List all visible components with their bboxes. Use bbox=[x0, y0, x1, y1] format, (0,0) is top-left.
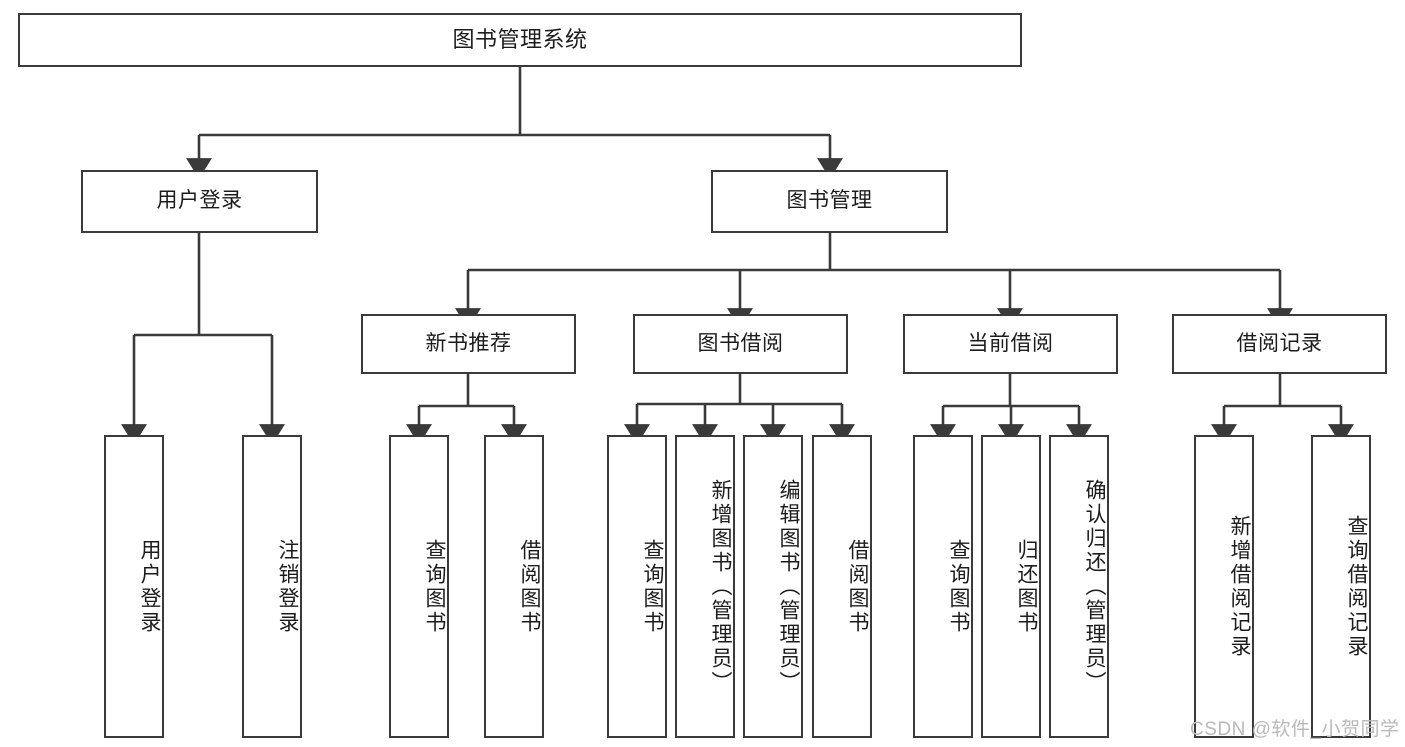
node-label: 查询借阅记录 bbox=[1345, 514, 1368, 659]
node-label: 图书管理系统 bbox=[452, 27, 588, 53]
node-label: 新增图书（管理员） bbox=[709, 478, 732, 695]
node-leaf-return-book[interactable]: 归还图书 bbox=[981, 435, 1041, 738]
node-leaf-user-login[interactable]: 用户登录 bbox=[104, 435, 164, 738]
node-leaf-edit-book[interactable]: 编辑图书（管理员） bbox=[743, 435, 803, 738]
node-label: 确认归还（管理员） bbox=[1083, 478, 1106, 695]
node-label: 用户登录 bbox=[156, 189, 243, 213]
node-borrow-record[interactable]: 借阅记录 bbox=[1172, 314, 1387, 374]
node-label: 借阅图书 bbox=[518, 538, 541, 635]
node-leaf-query-borrow-record[interactable]: 查询借阅记录 bbox=[1311, 435, 1371, 738]
node-leaf-query-book-borrow[interactable]: 查询图书 bbox=[607, 435, 667, 738]
node-label: 图书借阅 bbox=[697, 331, 784, 355]
node-label: 查询图书 bbox=[423, 538, 446, 635]
node-leaf-borrow-book-new[interactable]: 借阅图书 bbox=[484, 435, 544, 738]
node-label: 新书推荐 bbox=[425, 331, 512, 355]
node-label: 用户登录 bbox=[138, 538, 161, 635]
node-leaf-borrow-book[interactable]: 借阅图书 bbox=[812, 435, 872, 738]
node-root-book-management-system[interactable]: 图书管理系统 bbox=[18, 13, 1022, 67]
node-label: 图书管理 bbox=[786, 189, 873, 213]
node-book-borrow[interactable]: 图书借阅 bbox=[633, 314, 848, 374]
node-leaf-add-borrow-record[interactable]: 新增借阅记录 bbox=[1194, 435, 1254, 738]
node-leaf-add-book[interactable]: 新增图书（管理员） bbox=[675, 435, 735, 738]
node-label: 归还图书 bbox=[1015, 538, 1038, 635]
node-label: 新增借阅记录 bbox=[1228, 514, 1251, 659]
node-leaf-query-book-current[interactable]: 查询图书 bbox=[913, 435, 973, 738]
node-label: 查询图书 bbox=[641, 538, 664, 635]
node-book-manage[interactable]: 图书管理 bbox=[711, 170, 948, 233]
node-user-login[interactable]: 用户登录 bbox=[81, 170, 318, 233]
node-new-book-recommend[interactable]: 新书推荐 bbox=[361, 314, 576, 374]
node-current-borrow[interactable]: 当前借阅 bbox=[903, 314, 1118, 374]
node-label: 借阅记录 bbox=[1236, 331, 1323, 355]
node-label: 注销登录 bbox=[276, 538, 299, 635]
node-label: 当前借阅 bbox=[967, 331, 1054, 355]
node-leaf-user-logout[interactable]: 注销登录 bbox=[242, 435, 302, 738]
node-label: 借阅图书 bbox=[846, 538, 869, 635]
node-label: 查询图书 bbox=[947, 538, 970, 635]
csdn-watermark: CSDN @软件_小贺同学 bbox=[1190, 719, 1400, 740]
node-leaf-confirm-return[interactable]: 确认归还（管理员） bbox=[1049, 435, 1109, 738]
node-leaf-query-book-new[interactable]: 查询图书 bbox=[389, 435, 449, 738]
node-label: 编辑图书（管理员） bbox=[777, 478, 800, 695]
